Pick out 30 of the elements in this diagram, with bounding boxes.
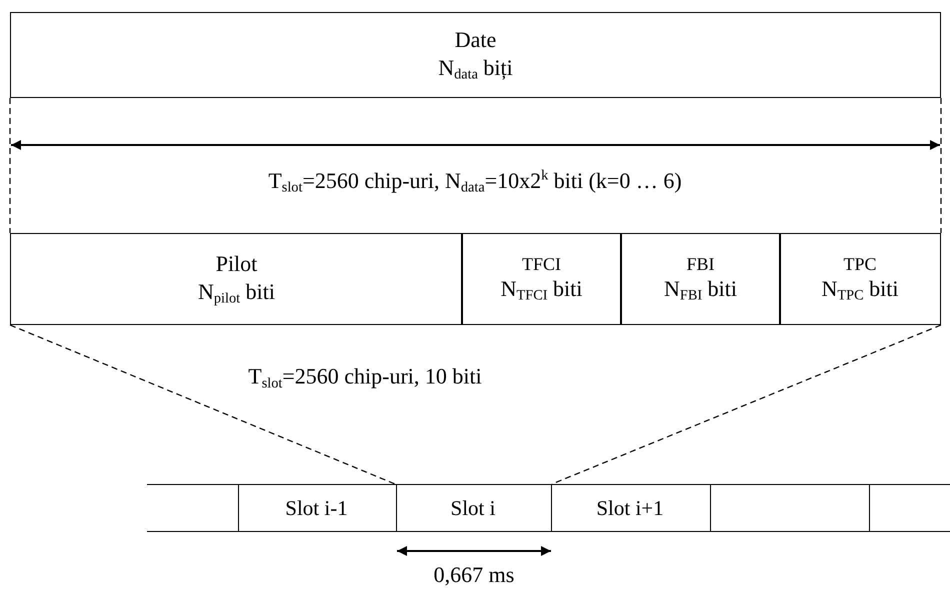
bit-count: N$_{data}$ biți <box>438 54 513 84</box>
bit-count: N$_{TFCI}$ biti <box>500 275 582 306</box>
empty-slot-cell <box>709 484 870 532</box>
dimension-label: T$_{slot}$=2560 chip-uri, N$_{data}$=10x2$^{k}$ biti (k=0 … 6) <box>268 168 682 196</box>
field-name: TFCI <box>522 252 561 276</box>
frame-field <box>779 233 941 325</box>
empty-slot-cell <box>868 484 950 532</box>
field-name: Date <box>454 26 496 54</box>
frame-field <box>620 233 781 325</box>
duration-label: 0,667 ms <box>434 562 514 588</box>
slot-cell <box>395 484 552 532</box>
slot-name: Slot i <box>450 494 496 522</box>
zoom-line <box>10 324 396 485</box>
bit-count: N$_{pilot}$ biti <box>198 278 275 308</box>
field-name: FBI <box>686 252 714 276</box>
dashed-boundary-line <box>9 98 11 233</box>
frame-field <box>461 233 622 325</box>
field-name: TPC <box>843 252 876 276</box>
bit-count: N$_{FBI}$ biti <box>664 275 737 306</box>
empty-slot-cell <box>147 484 239 532</box>
slot-cell <box>237 484 397 532</box>
frame-field <box>10 233 463 325</box>
dashed-boundary-line <box>940 98 942 233</box>
slot-name: Slot i+1 <box>596 494 664 522</box>
bit-count: N$_{TPC}$ biti <box>822 275 898 306</box>
frame-field <box>10 12 941 98</box>
slot-name: Slot i-1 <box>285 494 348 522</box>
slot-cell <box>550 484 711 532</box>
field-name: Pilot <box>216 250 258 278</box>
dimension-label: T$_{slot}$=2560 chip-uri, 10 biti <box>248 364 482 392</box>
